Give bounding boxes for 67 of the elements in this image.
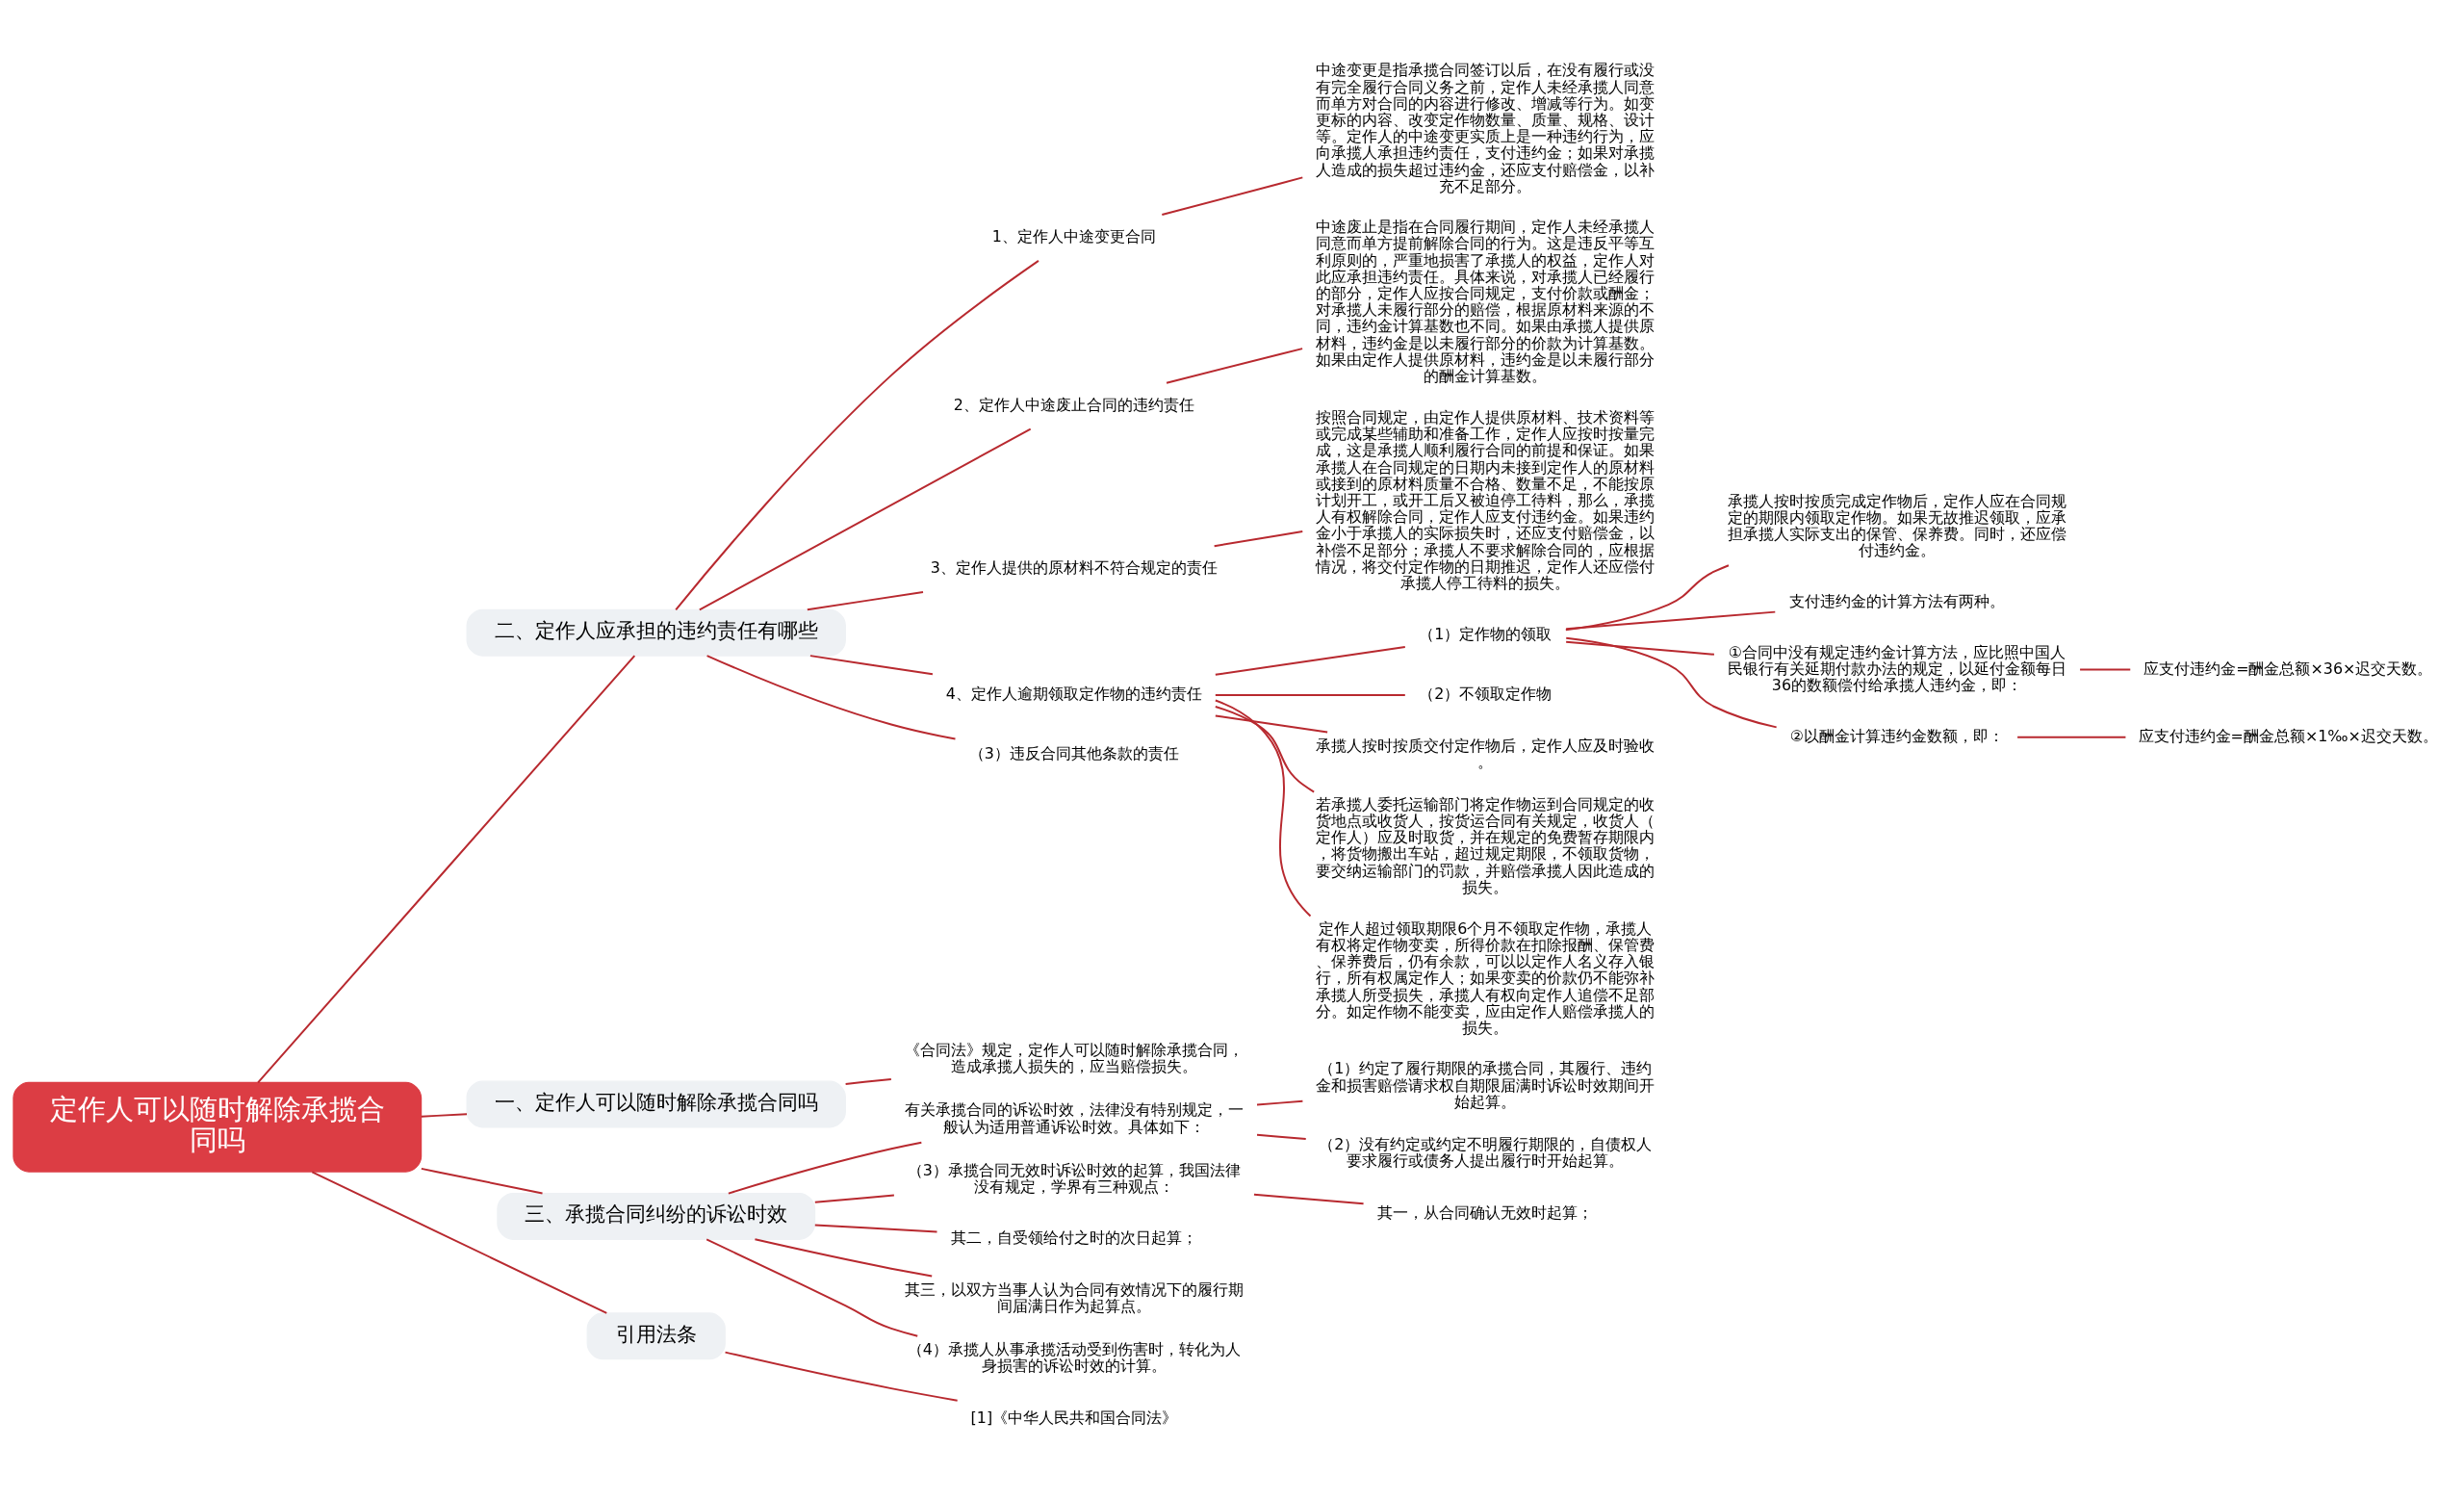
node-box: 一、定作人可以随时解除承揽合同吗: [466, 1079, 846, 1127]
node-text: 其二，自受领给付之时的次日起算；: [950, 1228, 1197, 1247]
connector: [1214, 713, 1329, 733]
connector: [706, 654, 957, 740]
connector: [311, 1170, 608, 1314]
node-text: 4、定作人逾期领取定作物的违约责任: [945, 684, 1202, 703]
node-text: 中途变更是指承揽合同签订以后，在没有履行或没有完全履行合同义务之前，定作人未经承揽人同意而单方对合同的内容进行修改、增减等行为。如变更标的内容、改变定作物数量、质量、规格、设计等。定作人的中途变更实质上是一种违约行为，应向承揽人承担违约责任，支付违约金；如果对承揽人造成的损失超过违约金，还应支付赔偿金，以补充不足部分。: [1316, 60, 1656, 195]
node-text: 支付违约金的计算方法有两种。: [1788, 591, 2005, 610]
connector: [1565, 610, 1777, 630]
node-text: （3）承揽合同无效时诉讼时效的起算，我国法律没有规定，学界有三种观点：: [907, 1160, 1241, 1196]
node-text: （2）没有约定或约定不明履行期限的，自债权人要求履行或债务人提出履行时开始起算。: [1319, 1134, 1653, 1170]
node-text: （1）定作物的领取: [1419, 624, 1553, 643]
node-text: 若承揽人委托运输部门将定作物运到合同规定的收货地点或收货人，按货运合同有关规定，收货人（定作人）应及时取货，并在规定的免费暂存期限内，将货物搬出车站，超过规定期限，不领取货物，要交纳运输部门的罚款，并赔偿承揽人因此造成的损失。: [1316, 794, 1656, 896]
connector: [806, 590, 924, 610]
node-text: 定作人超过领取期限6个月不领取定作物，承揽人有权将定作物变卖，所得价款在扣除报酬、保管费、保养费后，仍有余款，可以以定作人名义存入银行，所有权属定作人；如果变卖的价款仍不能弥补承揽人所受损失，承揽人有权向定作人追偿不足部分。如定作物不能变卖，应由定作人赔偿承揽人的损失。: [1316, 918, 1656, 1037]
node-text: 承揽人按时按质交付定作物后，定作人应及时验收。: [1316, 736, 1656, 771]
connector: [1166, 347, 1304, 384]
connector: [698, 427, 1032, 610]
connector: [1256, 1133, 1307, 1140]
connector: [1564, 563, 1730, 631]
node-text: 有关承揽合同的诉讼时效，法律没有特别规定，一般认为适用普通诉讼时效。具体如下：: [904, 1099, 1244, 1136]
node-box: 二、定作人应承担的违约责任有哪些: [466, 608, 846, 657]
connector: [813, 1223, 938, 1232]
connector: [1213, 530, 1304, 547]
connector: [754, 1237, 934, 1278]
node-box: 三、承揽合同纠纷的诉讼时效: [497, 1192, 816, 1240]
connector: [420, 1167, 544, 1195]
node-text: 1、定作人中途变更合同: [991, 226, 1156, 246]
connector: [808, 654, 934, 675]
connector: [257, 654, 636, 1083]
node-text: 应支付违约金=酬金总额×1‰×迟交天数。: [2138, 726, 2438, 745]
connector: [2079, 668, 2132, 671]
connector: [1565, 640, 1715, 656]
connector: [706, 1237, 919, 1337]
connector: [2016, 736, 2127, 738]
node-text: ②以酬金计算违约金数额，即：: [1789, 726, 2005, 745]
node-text: （2）不领取定作物: [1419, 684, 1553, 703]
node-text: ①合同中没有规定违约金计算方法，应比照中国人民银行有关延期付款办法的规定，以延付金额每日36的数额偿付给承揽人违约金，即：: [1727, 642, 2066, 694]
node-text: 中途废止是指在合同履行期间，定作人未经承揽人同意而单方提前解除合同的行为。这是违反平等互利原则的，严重地损害了承揽人的权益，定作人对此应承担违约责任。具体来说，对承揽人已经履行的部分，定作人应按合同规定，支付价款或酬金；对承揽人未履行部分的赔偿，根据原材料来源的不同，违约金计算基数也不同。如果由承揽人提供原材料，违约金是以未履行部分的价款为计算基数。如果由定作人提供原材料，违约金是以未履行部分的酬金计算基数。: [1316, 217, 1656, 385]
connector: [420, 1112, 468, 1118]
connector: [813, 1194, 895, 1203]
node-box: 定作人可以随时解除承揽合同吗: [13, 1081, 423, 1173]
connector: [1565, 636, 1778, 728]
connector: [1214, 705, 1316, 793]
node-text: 2、定作人中途废止合同的违约责任: [953, 395, 1194, 414]
node-text: [1]《中华人民共和国合同法》: [970, 1408, 1178, 1427]
node-text: （1）约定了履行期限的承揽合同，其履行、违约金和损害赔偿请求权自期限届满时诉讼时效期间开始起算。: [1316, 1058, 1656, 1111]
connector: [1214, 699, 1312, 917]
connector: [1252, 1193, 1365, 1204]
connector: [1214, 693, 1406, 696]
connector: [1256, 1099, 1304, 1106]
node-text: （4）承揽人从事承揽活动受到伤害时，转化为人身损害的诉讼时效的计算。: [907, 1339, 1241, 1375]
connector: [675, 259, 1040, 610]
connector: [844, 1077, 892, 1085]
node-text: 3、定作人提供的原材料不符合规定的责任: [930, 557, 1218, 577]
connector: [727, 1141, 923, 1195]
node-text: 按照合同规定，由定作人提供原材料、技术资料等或完成某些辅助和准备工作，定作人应按时按量完成，这是承揽人顺利履行合同的前提和保证。如果承揽人在合同规定的日期内未接到定作人的原材料或接到的原材料质量不合格、数量不足，不能按原计划开工，或开工后又被迫停工待料，那么，承揽人有权解除合同，定作人应支付违约金。如果违约金小于承揽人的实际损失时，还应支付赔偿金，以补偿不足部分；承揽人不要求解除合同的，应根据情况，将交付定作物的日期推迟，定作人还应偿付承揽人停工待料的损失。: [1316, 407, 1656, 592]
connector: [724, 1351, 959, 1402]
node-text: 承揽人按时按质完成定作物后，定作人应在合同规定的期限内领取定作物。如果无故推迟领取，应承担承揽人实际支出的保管、保养费。同时，还应偿付违约金。: [1727, 491, 2066, 559]
connector: [1214, 645, 1406, 676]
node-text: 其三，以双方当事人认为合同有效情况下的履行期间届满日作为起算点。: [904, 1279, 1244, 1315]
node-box: 引用法条: [586, 1311, 726, 1359]
connector: [1161, 175, 1304, 216]
node-text: 其一，从合同确认无效时起算；: [1377, 1202, 1594, 1222]
node-text: 《合同法》规定，定作人可以随时解除承揽合同，造成承揽人损失的，应当赔偿损失。: [904, 1040, 1244, 1075]
node-text: 应支付违约金=酬金总额×36×迟交天数。: [2143, 659, 2433, 678]
node-text: （3）违反合同其他条款的责任: [968, 743, 1179, 762]
